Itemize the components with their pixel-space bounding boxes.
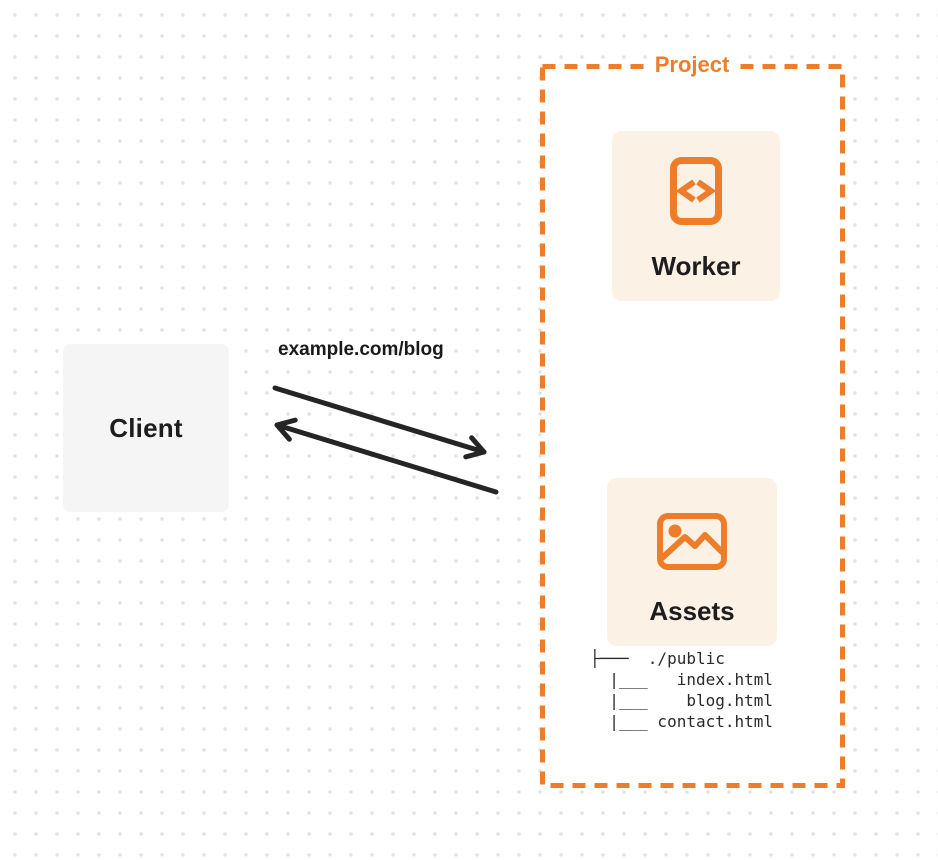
client-label: Client <box>109 412 183 443</box>
tree-line-index: |___ index.html <box>590 670 774 689</box>
request-url-label: example.com/blog <box>278 339 444 360</box>
worker-node: Worker <box>612 131 780 301</box>
client-node: Client <box>63 344 229 512</box>
worker-label: Worker <box>651 251 741 281</box>
response-arrow <box>274 417 499 495</box>
image-icon <box>657 513 727 570</box>
tree-line-blog: |___ blog.html <box>590 691 774 710</box>
assets-node: Assets <box>607 478 777 646</box>
project-label: Project <box>649 52 735 78</box>
request-arrow <box>272 385 487 460</box>
tree-line-contact: |___ contact.html <box>590 712 774 731</box>
assets-label: Assets <box>649 596 735 626</box>
assets-file-tree: ├─── ./public |___ index.html |___ blog.… <box>590 648 773 732</box>
tree-line-public: ├─── ./public <box>590 649 725 668</box>
code-document-icon <box>670 157 722 225</box>
